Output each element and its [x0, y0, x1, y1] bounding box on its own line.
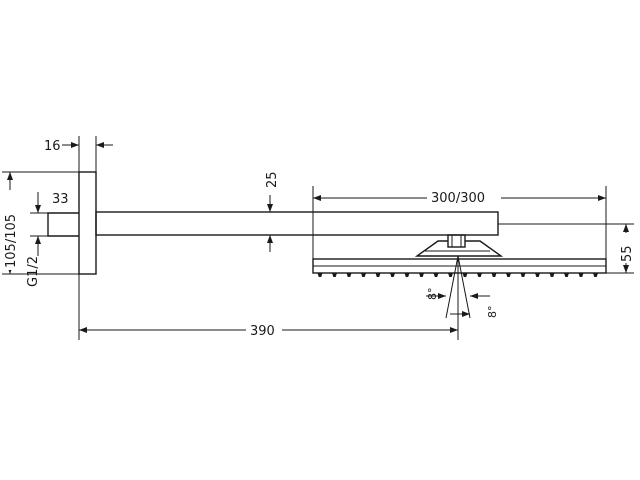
inlet-nipple — [47, 212, 79, 237]
nozzle — [549, 273, 555, 277]
nozzle — [520, 273, 526, 277]
head-height-label: 55 — [620, 245, 635, 262]
thread-callout: G1/2 — [26, 256, 41, 287]
head-size-label: 300/300 — [431, 191, 485, 206]
nozzle — [346, 273, 352, 277]
flange-thickness-label: 16 — [44, 139, 61, 154]
tilt-angle-callout: 8° 8° — [426, 255, 499, 319]
flange-size-label: 105/105 — [4, 214, 19, 268]
dim-arm-height: 33 — [30, 192, 69, 256]
dim-head-size: 300/300 — [312, 186, 607, 259]
nozzle — [375, 273, 381, 277]
tilt-angle-b-label: 8° — [486, 306, 499, 319]
nozzle — [448, 273, 453, 277]
nozzle — [433, 273, 439, 277]
swivel-joint — [414, 234, 504, 257]
nozzle — [332, 273, 337, 277]
thread-label: G1/2 — [26, 256, 41, 287]
nozzle — [404, 273, 410, 277]
arm-thickness-label: 25 — [265, 171, 280, 188]
dim-arm-thickness: 25 — [264, 171, 280, 252]
nozzle — [535, 273, 540, 277]
nozzle — [361, 273, 366, 277]
projection-label: 390 — [250, 324, 275, 339]
nozzle — [462, 273, 468, 277]
shower-head — [312, 258, 607, 277]
shower-head-nozzles — [317, 273, 598, 277]
wall-flange — [78, 171, 97, 275]
nozzle — [578, 273, 584, 277]
arm-height-label: 33 — [52, 192, 69, 207]
nozzle — [593, 273, 598, 277]
dim-flange-thickness: 16 — [44, 136, 113, 172]
nozzle — [564, 273, 569, 277]
dim-head-height: 55 — [498, 223, 635, 274]
tilt-angle-a-label: 8° — [426, 288, 439, 301]
nozzle — [491, 273, 497, 277]
nozzle — [317, 273, 323, 277]
dim-flange-size: 105/105 — [2, 171, 79, 275]
nozzle — [390, 273, 395, 277]
shower-arm — [95, 211, 499, 236]
nozzle — [506, 273, 511, 277]
nozzle — [477, 273, 482, 277]
nozzle — [419, 273, 424, 277]
dim-projection: 390 — [78, 256, 459, 340]
